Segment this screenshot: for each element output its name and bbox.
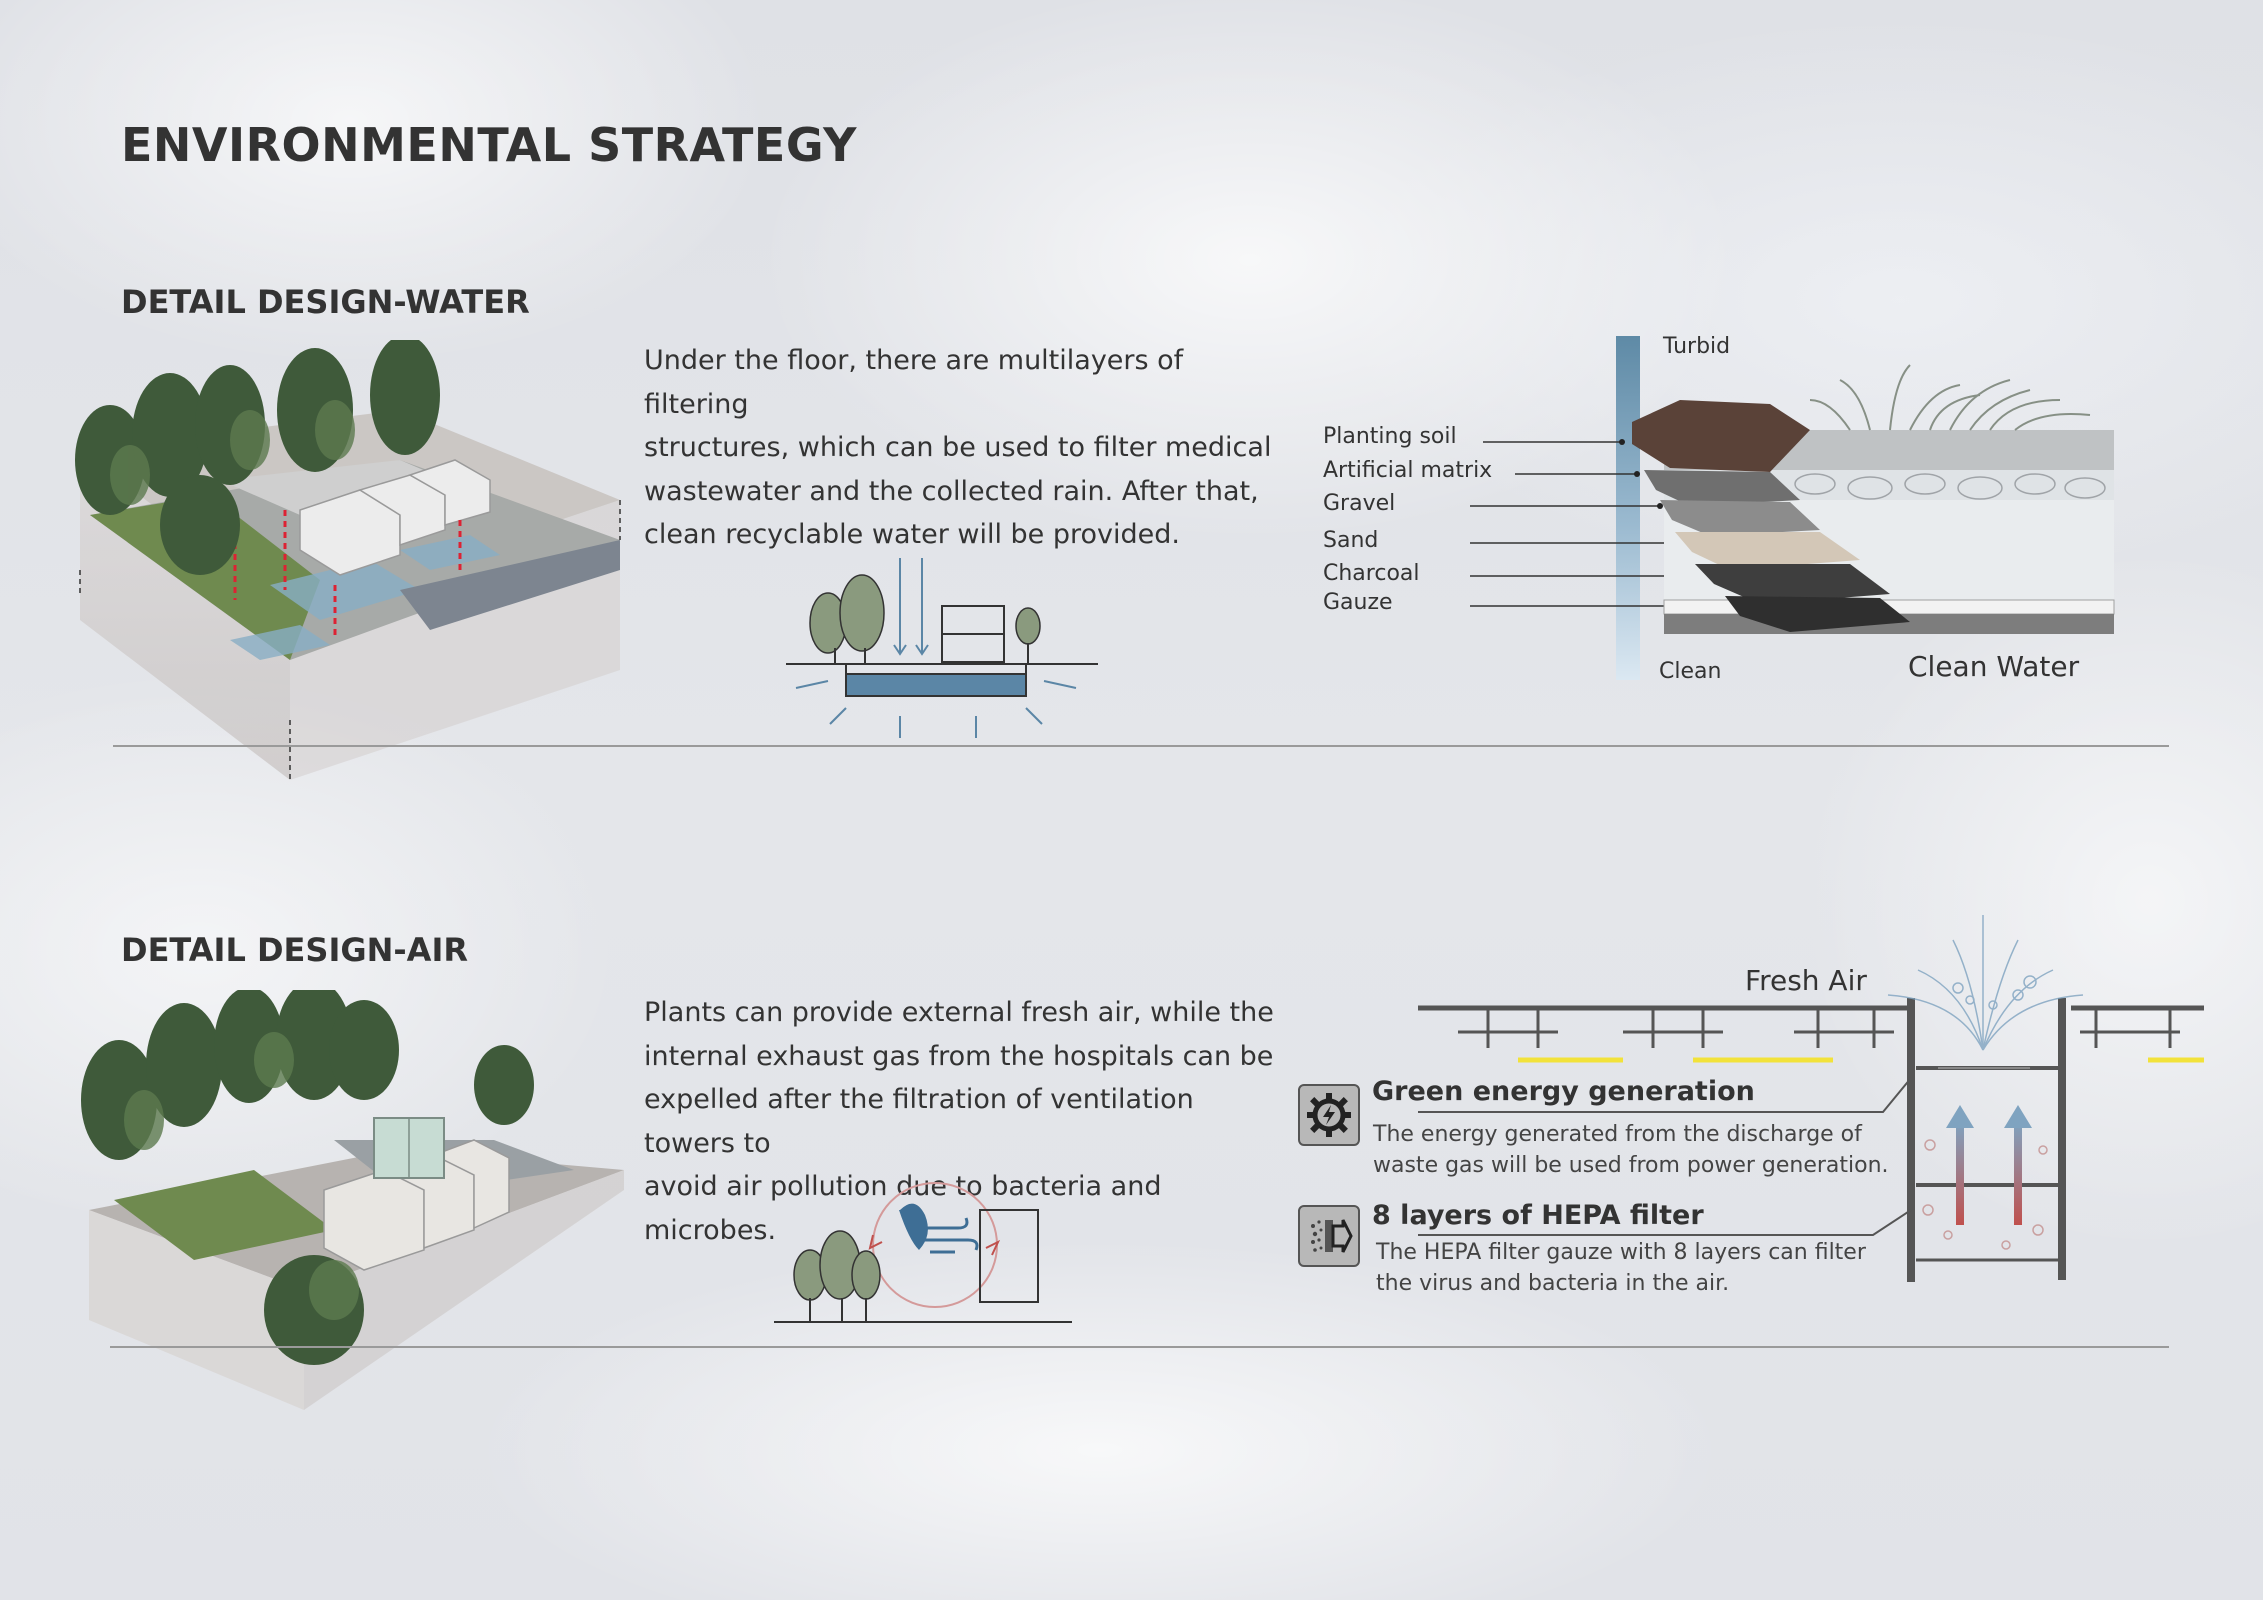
- layer-label-planting-soil: Planting soil: [1323, 424, 1457, 449]
- air-section-heading: DETAIL DESIGN-AIR: [121, 931, 468, 969]
- water-description: Under the floor, there are multilayers o…: [644, 339, 1284, 557]
- water-section-heading: DETAIL DESIGN-WATER: [121, 283, 530, 321]
- page-title: ENVIRONMENTAL STRATEGY: [121, 118, 857, 172]
- filter-layer-stack-illustration: [1470, 360, 2130, 650]
- air-description-line: internal exhaust gas from the hospitals …: [644, 1040, 1274, 1072]
- water-site-isometric-image: [70, 340, 630, 790]
- water-description-line: wastewater and the collected rain. After…: [644, 475, 1259, 507]
- feature-green-energy-title: Green energy generation: [1372, 1076, 1755, 1107]
- feature-desc-line: The HEPA filter gauze with 8 layers can …: [1376, 1240, 1866, 1265]
- water-description-line: clean recyclable water will be provided.: [644, 519, 1180, 550]
- feature-hepa-desc: The HEPA filter gauze with 8 layers can …: [1376, 1237, 1866, 1299]
- feature-desc-line: The energy generated from the discharge …: [1373, 1122, 1862, 1147]
- layer-label-charcoal: Charcoal: [1323, 561, 1420, 586]
- air-site-isometric-image: [74, 990, 634, 1410]
- feature-desc-line: the virus and bacteria in the air.: [1376, 1271, 1730, 1296]
- gear-lightning-icon: [1298, 1084, 1360, 1146]
- water-description-line: Under the floor, there are multilayers o…: [644, 345, 1184, 420]
- layer-label-gauze: Gauze: [1323, 590, 1393, 615]
- air-description-line: avoid air pollution due to bacteria and …: [644, 1171, 1162, 1246]
- feature-hepa-title: 8 layers of HEPA filter: [1372, 1200, 1704, 1231]
- section-divider: [113, 745, 2169, 747]
- clean-water-label: Clean Water: [1908, 650, 2080, 683]
- air-description-line: expelled after the filtration of ventila…: [644, 1084, 1194, 1159]
- layer-label-artificial-matrix: Artificial matrix: [1323, 458, 1493, 483]
- hepa-filter-icon: [1298, 1205, 1360, 1267]
- gauge-bottom-label: Clean: [1659, 659, 1722, 684]
- gauge-top-label: Turbid: [1663, 334, 1731, 359]
- feature-desc-line: waste gas will be used from power genera…: [1373, 1153, 1889, 1178]
- feature-green-energy-desc: The energy generated from the discharge …: [1373, 1119, 1889, 1181]
- layer-label-gravel: Gravel: [1323, 491, 1396, 516]
- air-exchange-diagram-icon: [770, 1180, 1080, 1330]
- water-description-line: structures, which can be used to filter …: [644, 432, 1272, 463]
- section-divider: [110, 1346, 2169, 1348]
- water-gauge-bar: [1616, 336, 1640, 680]
- air-description: Plants can provide external fresh air, w…: [644, 991, 1284, 1252]
- ventilation-tower-diagram: [1418, 900, 2208, 1290]
- fresh-air-label: Fresh Air: [1745, 964, 1867, 997]
- layer-label-sand: Sand: [1323, 528, 1379, 553]
- air-description-line: Plants can provide external fresh air, w…: [644, 997, 1274, 1028]
- water-filter-diagram-icon: [780, 548, 1100, 748]
